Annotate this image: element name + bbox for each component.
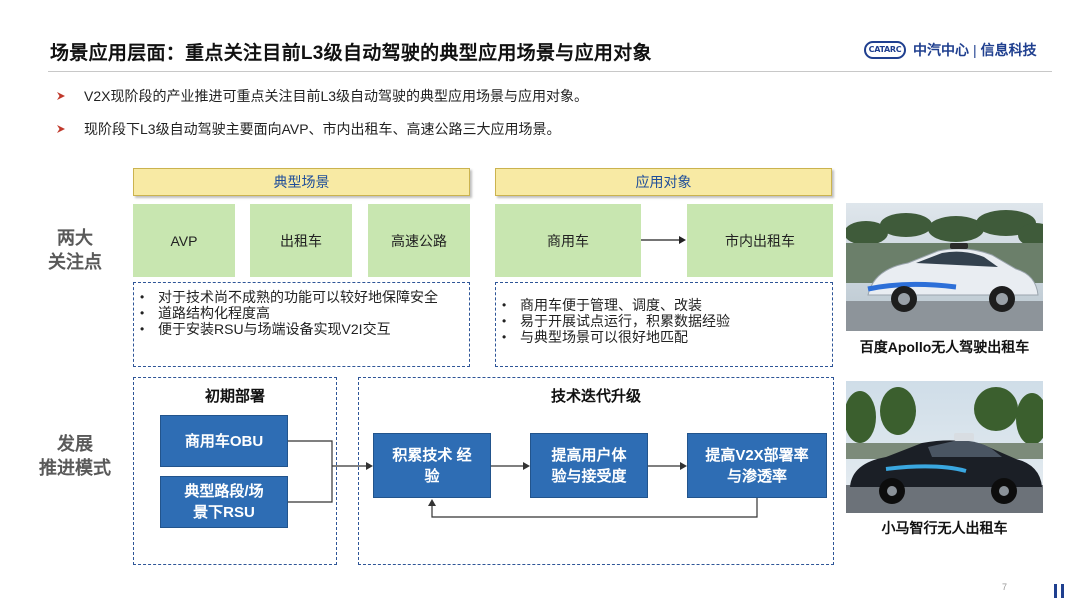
- page-title: 场景应用层面：重点关注目前L3级自动驾驶的典型应用场景与应用对象: [50, 43, 652, 64]
- iteration-step-user-acceptance: 提高用户体 验与接受度: [530, 433, 648, 498]
- arrow-right-icon: [641, 236, 686, 244]
- robotaxi-car-illustration: [846, 381, 1043, 513]
- targets-header: 应用对象: [495, 168, 832, 196]
- arrow-up-icon: [428, 499, 436, 506]
- intro-bullet: 现阶段下L3级自动驾驶主要面向AVP、市内出租车、高速公路三大应用场景。: [56, 119, 561, 139]
- intro-bullet-text: V2X现阶段的产业推进可重点关注目前L3级自动驾驶的典型应用场景与应用对象。: [84, 88, 589, 104]
- baidu-apollo-taxi-photo: [846, 203, 1043, 331]
- logo-separator: |: [973, 42, 977, 58]
- arrow-right-icon: [523, 462, 530, 470]
- note-item: 道路结构化程度高: [134, 305, 469, 321]
- company-logo: CATARC 中汽中心 | 信息科技: [864, 39, 1037, 61]
- note-item: 与典型场景可以很好地匹配: [496, 329, 832, 345]
- scene-avp: AVP: [133, 204, 235, 277]
- scenes-header: 典型场景: [133, 168, 470, 196]
- arrow-right-icon: [366, 462, 373, 470]
- intro-bullet-text: 现阶段下L3级自动驾驶主要面向AVP、市内出租车、高速公路三大应用场景。: [84, 121, 561, 137]
- page-marker-icon: [1054, 584, 1064, 598]
- commercial-obu-box: 商用车OBU: [160, 415, 288, 467]
- photo-caption: 小马智行无人出租车: [881, 520, 1008, 536]
- logo-name: 中汽中心: [913, 42, 969, 58]
- targets-notes: 商用车便于管理、调度、改装 易于开展试点运行，积累数据经验 与典型场景可以很好地…: [495, 282, 833, 367]
- iteration-step-experience: 积累技术 经 验: [373, 433, 491, 498]
- logo-subtitle: 信息科技: [980, 42, 1037, 58]
- logo-badge: CATARC: [864, 41, 906, 59]
- scene-taxi: 出租车: [250, 204, 352, 277]
- initial-deployment-panel: [133, 377, 337, 565]
- arrow-bullet-icon: [57, 92, 65, 100]
- iteration-step-penetration: 提高V2X部署率 与渗透率: [687, 433, 827, 498]
- page-number: 7: [1002, 582, 1008, 592]
- photo-caption: 百度Apollo无人驾驶出租车: [859, 339, 1030, 355]
- arrow-bullet-icon: [57, 125, 65, 133]
- merge-connector: [288, 440, 366, 503]
- arrow-right-icon: [680, 462, 687, 470]
- pony-ai-taxi-photo: [846, 381, 1043, 513]
- road-rsu-box: 典型路段/场 景下RSU: [160, 476, 288, 528]
- robotaxi-car-illustration: [846, 203, 1043, 331]
- scenes-notes: 对于技术尚不成熟的功能可以较好地保障安全 道路结构化程度高 便于安装RSU与场端…: [133, 282, 470, 367]
- note-item: 对于技术尚不成熟的功能可以较好地保障安全: [134, 289, 469, 305]
- intro-bullet: V2X现阶段的产业推进可重点关注目前L3级自动驾驶的典型应用场景与应用对象。: [56, 86, 588, 106]
- note-item: 易于开展试点运行，积累数据经验: [496, 313, 832, 329]
- title-divider: [48, 71, 1052, 72]
- target-city-taxi: 市内出租车: [687, 204, 833, 277]
- focus-section-label: 两大 关注点: [48, 228, 102, 272]
- target-commercial-vehicle: 商用车: [495, 204, 641, 277]
- feedback-loop-connector: [431, 498, 758, 518]
- initial-deployment-title: 初期部署: [204, 388, 265, 405]
- iteration-panel: [358, 377, 834, 565]
- iteration-title: 技术迭代升级: [550, 388, 641, 405]
- development-section-label: 发展 推进模式: [39, 434, 111, 478]
- note-item: 便于安装RSU与场端设备实现V2I交互: [134, 321, 469, 337]
- note-item: 商用车便于管理、调度、改装: [496, 297, 832, 313]
- scene-highway: 高速公路: [368, 204, 470, 277]
